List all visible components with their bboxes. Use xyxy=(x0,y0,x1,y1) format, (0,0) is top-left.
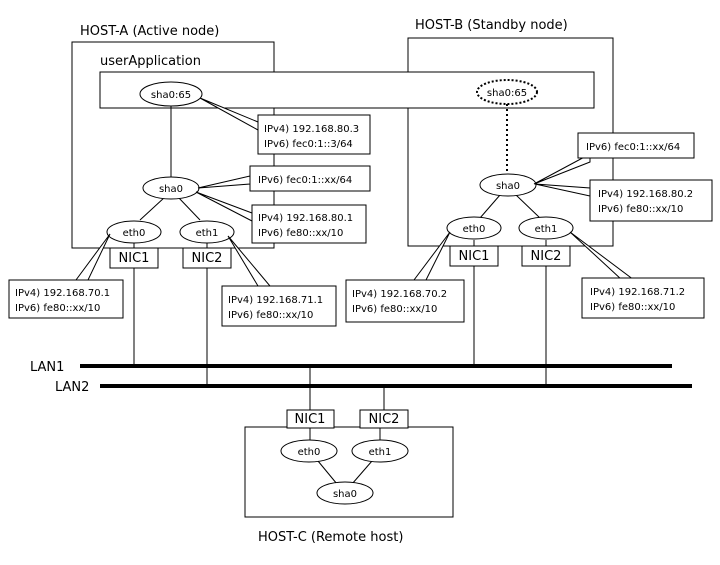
host-b-eth1-ipv4: IPv4) 192.168.71.2 xyxy=(590,287,685,298)
host-c-nic2-label: NIC2 xyxy=(369,412,400,427)
host-b-sha-callout xyxy=(589,179,713,222)
host-b-sha-callout-pointer xyxy=(534,183,591,197)
host-b-sha-v6: IPv6) fec0:1::xx/64 xyxy=(586,142,680,153)
host-a-nic2-label: NIC2 xyxy=(192,251,223,266)
host-a-sha-ipv6: IPv6) fe80::xx/10 xyxy=(258,228,343,239)
host-b-nic2-box xyxy=(521,245,571,267)
host-b-nic1-box xyxy=(449,245,499,267)
host-a-eth1-ipv6: IPv6) fe80::xx/10 xyxy=(228,310,313,321)
host-a-takeover-callout xyxy=(257,114,371,155)
host-c-nic1-box xyxy=(286,409,335,429)
host-c-eth1-node xyxy=(351,439,409,463)
host-a-eth1-label: eth1 xyxy=(196,228,219,239)
host-a-sha-callout-pointer xyxy=(195,191,253,222)
host-b-sha-label: sha0 xyxy=(496,181,520,192)
host-a-sha-eth1-link xyxy=(177,196,201,221)
host-b-sha-ipv4: IPv4) 192.168.80.2 xyxy=(598,189,693,200)
host-b-sha-node xyxy=(479,173,537,197)
host-a-nic2-box xyxy=(182,247,232,269)
host-c-nic1-label: NIC1 xyxy=(295,412,326,427)
host-b-sha-eth1-link xyxy=(515,194,541,219)
host-a-eth0-ipv6: IPv6) fe80::xx/10 xyxy=(15,303,100,314)
host-b-eth1-node xyxy=(518,216,574,240)
host-a-sha-v6-callout-pointer xyxy=(197,175,251,189)
host-a-eth0-ipv4: IPv4) 192.168.70.1 xyxy=(15,288,110,299)
host-c-eth0-node xyxy=(280,439,338,463)
host-a-nic1-label: NIC1 xyxy=(119,251,150,266)
host-b-eth1-ipv6: IPv6) fe80::xx/10 xyxy=(590,302,675,313)
host-a-title: HOST-A (Active node) xyxy=(80,24,219,39)
host-b-eth0-label: eth0 xyxy=(463,224,486,235)
host-b-eth0-callout-pointer xyxy=(413,231,451,281)
host-a-sha-label: sha0 xyxy=(159,184,183,195)
host-a-takeover-ipv6: IPv6) fec0:1::3/64 xyxy=(264,139,353,150)
host-a-eth1-ipv4: IPv4) 192.168.71.1 xyxy=(228,295,323,306)
host-b-takeover-label: sha0:65 xyxy=(487,88,527,99)
host-a-eth0-node xyxy=(106,220,162,244)
host-a-nic1-box xyxy=(109,247,159,269)
host-b-eth1-callout xyxy=(581,277,705,319)
host-a-takeover-label: sha0:65 xyxy=(151,90,191,101)
host-c-title: HOST-C (Remote host) xyxy=(258,530,403,545)
host-a-sha-callout xyxy=(251,204,367,244)
host-b-sha-ipv6: IPv6) fe80::xx/10 xyxy=(598,204,683,215)
host-a-eth1-callout xyxy=(221,285,337,327)
host-b-sha-v6-callout xyxy=(577,132,695,159)
host-c-sha-label: sha0 xyxy=(333,489,357,500)
host-c-eth1-label: eth1 xyxy=(369,447,392,458)
host-c-eth0-sha-link xyxy=(317,460,338,485)
host-b-nic2-label: NIC2 xyxy=(531,249,562,264)
lan1-label: LAN1 xyxy=(30,360,64,375)
host-a-takeover-node xyxy=(139,81,203,107)
host-b-eth0-node xyxy=(446,216,502,240)
host-a-sha-v6: IPv6) fec0:1::xx/64 xyxy=(258,175,352,186)
host-a-eth0-callout-pointer xyxy=(75,233,111,281)
lan2-label: LAN2 xyxy=(55,380,89,395)
user-application-label: userApplication xyxy=(100,54,201,69)
host-c-box xyxy=(244,426,454,518)
host-a-sha-v6-callout xyxy=(249,165,371,192)
host-b-takeover-node xyxy=(476,79,538,105)
host-b-eth1-callout-pointer xyxy=(569,231,636,281)
host-b-eth1-label: eth1 xyxy=(535,224,558,235)
host-a-eth0-callout xyxy=(8,279,124,319)
host-b-eth0-ipv4: IPv4) 192.168.70.2 xyxy=(352,289,447,300)
host-b-sha-eth0-link xyxy=(479,194,501,219)
host-b-nic1-label: NIC1 xyxy=(459,249,490,264)
host-b-eth0-ipv6: IPv6) fe80::xx/10 xyxy=(352,304,437,315)
host-b-title: HOST-B (Standby node) xyxy=(415,18,568,33)
host-a-eth1-node xyxy=(179,220,235,244)
host-a-takeover-ipv4: IPv4) 192.168.80.3 xyxy=(264,124,359,135)
host-c-nic2-box xyxy=(359,409,409,429)
host-b-eth0-callout xyxy=(345,279,465,323)
host-a-sha-ipv4: IPv4) 192.168.80.1 xyxy=(258,213,353,224)
host-a-eth0-label: eth0 xyxy=(123,228,146,239)
host-a-sha-eth0-link xyxy=(139,196,166,221)
host-c-eth1-sha-link xyxy=(351,460,373,485)
host-c-eth0-label: eth0 xyxy=(298,447,321,458)
host-c-sha-node xyxy=(316,481,374,505)
